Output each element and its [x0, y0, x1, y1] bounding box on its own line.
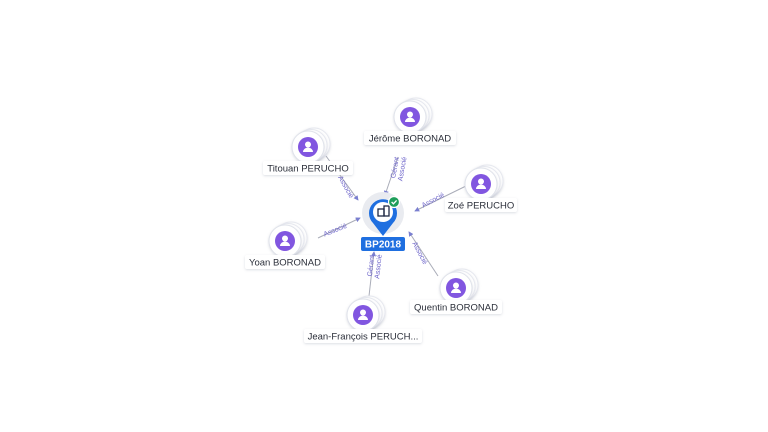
person-icon	[275, 231, 295, 251]
person-icon	[353, 305, 373, 325]
person-name: Jérôme BORONAD	[369, 134, 451, 145]
person-icon	[446, 278, 466, 298]
company-label: BP2018	[365, 240, 402, 251]
person-node-jf[interactable]: Jean-François PERUCH...	[304, 295, 422, 343]
edge-yoan	[317, 217, 361, 239]
edge-label-quentin-0: Associé	[410, 241, 428, 266]
company-label-bg	[361, 237, 405, 251]
check-icon	[387, 195, 401, 209]
edge-jerome	[383, 156, 399, 196]
person-icon	[298, 137, 318, 157]
pin-inner	[373, 202, 393, 222]
edge-jf	[368, 251, 377, 297]
person-name: Jean-François PERUCH...	[308, 332, 419, 343]
building-icon	[377, 205, 390, 217]
nodes-layer: Jérôme BORONAD Titouan PERUCHO Zoé PERUCHO…	[245, 97, 517, 343]
edges-layer: GérantAssociéAssociéAssociéAssociéAssoci…	[317, 155, 467, 297]
person-node-yoan[interactable]: Yoan BORONAD	[245, 221, 325, 269]
person-label-bg	[410, 300, 502, 314]
edge-label-jf-1: Associé	[374, 254, 384, 279]
person-icon	[471, 174, 491, 194]
person-node-quentin[interactable]: Quentin BORONAD	[410, 268, 502, 314]
person-name: Titouan PERUCHO	[267, 164, 348, 175]
person-node-titouan[interactable]: Titouan PERUCHO	[263, 127, 353, 175]
person-icon	[400, 107, 420, 127]
edge-label-titouan-0: Associé	[336, 175, 354, 200]
person-node-zoe[interactable]: Zoé PERUCHO	[445, 164, 517, 212]
person-label-bg	[304, 329, 422, 343]
person-label-bg	[245, 255, 325, 269]
edge-label-yoan-0: Associé	[323, 223, 348, 239]
edge-zoe	[414, 185, 467, 212]
person-node-jerome[interactable]: Jérôme BORONAD	[364, 97, 456, 145]
person-name: Quentin BORONAD	[414, 303, 498, 314]
edge-label-jerome-1: Associé	[397, 156, 408, 181]
edge-label-zoe-0: Associé	[421, 192, 446, 210]
company-node[interactable]: BP2018	[361, 192, 405, 251]
edge-label-jerome-0: Gérant	[390, 157, 401, 179]
person-label-bg	[263, 161, 353, 175]
person-label-bg	[445, 198, 517, 212]
person-label-bg	[364, 131, 456, 145]
person-name: Zoé PERUCHO	[448, 201, 515, 212]
edge-label-jf-0: Gérant	[367, 255, 376, 277]
edge-quentin	[408, 231, 439, 277]
person-name: Yoan BORONAD	[249, 258, 321, 269]
